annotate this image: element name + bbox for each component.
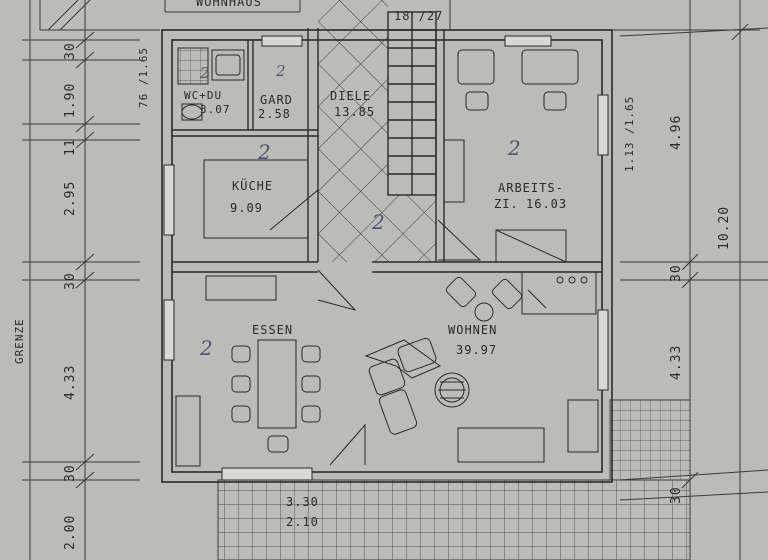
essen-furniture	[175, 275, 321, 467]
dim-bottom-1: 3.30	[286, 495, 319, 509]
room-diele-name: DIELE	[330, 89, 372, 103]
wohnen-furniture	[364, 271, 599, 463]
dim-left-4: 2.95	[63, 180, 78, 216]
room-gard-name: GARD	[260, 93, 293, 107]
stair-label: 18 /27	[394, 9, 444, 23]
annotation-wc: 2	[200, 64, 210, 82]
outer-walls	[161, 29, 613, 483]
room-wc-name: WC+DU	[184, 89, 223, 102]
wc-fixtures	[177, 47, 245, 121]
dim-right-2: 10.20	[717, 205, 732, 250]
room-kueche-area: 9.09	[230, 201, 263, 215]
dimension-lines-left	[22, 0, 140, 560]
room-essen-name: ESSEN	[252, 323, 294, 337]
room-wohnen-name: WOHNEN	[448, 323, 498, 337]
room-arbeits-name: ARBEITS-	[498, 181, 564, 195]
door-swings	[269, 188, 482, 466]
dim-left-2: 1.90	[63, 82, 78, 118]
kueche-counter	[203, 159, 309, 239]
dim-left-3: 11	[63, 138, 78, 156]
room-arbeits-name2: ZI.	[494, 197, 519, 211]
dim-right-5: 30	[669, 486, 684, 504]
arbeits-furniture	[443, 49, 579, 263]
room-kueche-name: KÜCHE	[232, 179, 274, 193]
dim-left-8: 2.00	[63, 514, 78, 550]
dim-left-6: 4.33	[63, 364, 78, 400]
dim-left-1: 30	[63, 42, 78, 60]
window-note-arbeits: 1.13 /1.65	[623, 95, 636, 172]
windows	[163, 35, 609, 481]
dim-right-1: 4.96	[669, 114, 684, 150]
dim-left-5: 30	[63, 272, 78, 290]
dim-left-7: 30	[63, 464, 78, 482]
window-note-wc: 76 /1.65	[137, 47, 150, 108]
annotation-diele: 2	[372, 210, 385, 234]
grenze-label: GRENZE	[13, 318, 26, 364]
room-gard-area: 2.58	[258, 107, 291, 121]
annotation-kueche: 2	[258, 140, 271, 164]
dim-right-4: 4.33	[669, 344, 684, 380]
annotation-essen: 2	[200, 336, 213, 360]
room-arbeits-area: 16.03	[526, 197, 568, 211]
dim-right-3: 30	[669, 264, 684, 282]
room-diele-area: 13.85	[334, 105, 376, 119]
annotation-arbeits: 2	[508, 136, 521, 160]
annotation-gard: 2	[276, 62, 286, 80]
top-label: WOHNHAUS	[196, 0, 262, 9]
room-wohnen-area: 39.97	[456, 343, 498, 357]
terrace-tiles	[217, 479, 691, 560]
dim-bottom-2: 2.10	[286, 515, 319, 529]
room-wc-area: 3.07	[200, 103, 231, 116]
terrace-tiles-right	[609, 399, 691, 481]
diele-hatch	[318, 0, 388, 262]
diele-hatch-lower	[388, 195, 436, 262]
